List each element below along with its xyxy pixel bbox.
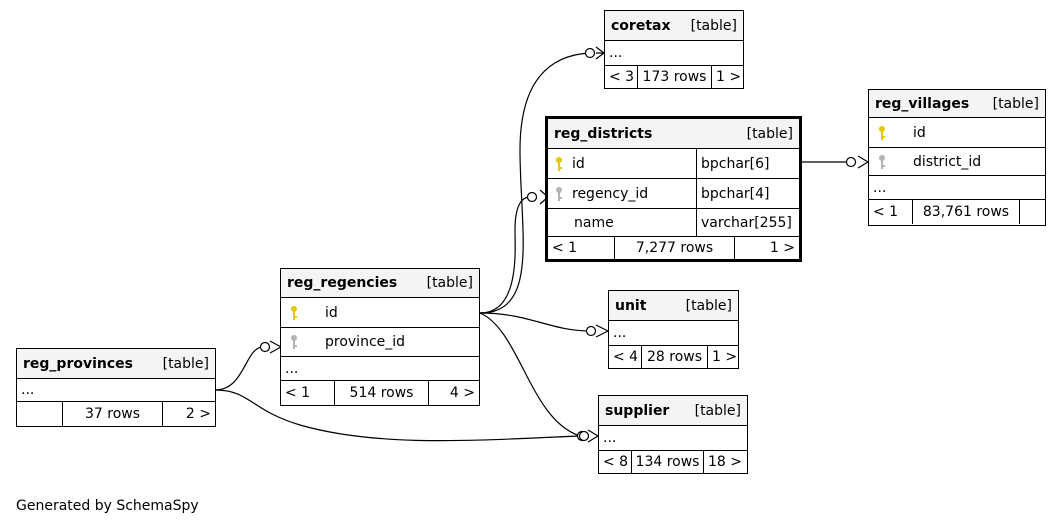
prev-link[interactable]: < 1 [548,237,615,259]
column-type: bpchar[4] [701,185,770,202]
next-link[interactable]: 4 > [449,385,475,401]
table-name: supplier [605,402,670,419]
table-reg-provinces[interactable]: reg_provinces [table] ... 37 rows 2 > [16,348,216,427]
prev-link[interactable]: < 1 [869,200,913,224]
prev-link[interactable]: < 4 [609,346,642,368]
generated-by-footer: Generated by SchemaSpy [16,498,199,514]
table-reg-regencies[interactable]: reg_regencies [table] id province_id ...… [280,268,480,406]
primary-key-icon [291,305,297,320]
columns-ellipsis: ... [285,360,299,377]
column-row: id bpchar[6] [548,149,799,179]
prev-link[interactable]: < 8 [599,451,632,473]
table-name: reg_districts [554,125,653,142]
edge-regencies-unit [479,312,591,332]
foreign-key-icon [291,335,297,349]
primary-key-icon [879,125,885,140]
table-kind: [table] [426,275,473,291]
foreign-key-icon [879,154,885,169]
table-footer: < 1 514 rows 4 > [281,381,479,405]
column-type: varchar[255] [701,214,792,231]
table-body: ... [869,176,1045,200]
table-coretax[interactable]: coretax [table] ... < 3 173 rows 1 > [604,10,744,89]
table-name: unit [615,297,647,314]
next-link[interactable]: 2 > [185,406,211,422]
column-name: province_id [325,334,406,350]
column-row: regency_id bpchar[4] [548,179,799,209]
table-body: ... [599,426,747,451]
table-footer: < 4 28 rows 1 > [609,346,738,368]
table-name: reg_villages [875,95,970,112]
table-footer: < 3 173 rows 1 > [605,66,743,88]
table-kind: [table] [694,402,741,419]
column-row: id [869,118,1045,148]
table-body: ... [281,357,479,381]
table-name: coretax [611,17,671,34]
table-header: reg_regencies [table] [281,269,479,298]
table-name: reg_regencies [287,275,398,291]
table-header: supplier [table] [599,396,747,426]
table-header: coretax [table] [605,11,743,41]
primary-key-icon [556,156,562,171]
column-name: name [574,214,614,231]
column-row: id [281,298,479,328]
row-count: 83,761 rows [913,200,1020,224]
row-count: 514 rows [335,381,429,405]
column-type: bpchar[6] [701,155,770,172]
table-supplier[interactable]: supplier [table] ... < 8 134 rows 18 > [598,395,748,474]
columns-ellipsis: ... [603,430,617,446]
edge-regencies-districts [479,196,531,314]
row-count: 28 rows [642,346,708,368]
column-name: district_id [913,153,982,170]
prev-link[interactable]: < 3 [605,66,638,88]
next-link[interactable]: 18 > [708,454,742,470]
table-footer: < 8 134 rows 18 > [599,451,747,473]
table-header: reg_districts [table] [548,119,799,149]
table-kind: [table] [690,17,737,34]
column-row: province_id [281,328,479,357]
table-kind: [table] [992,95,1039,112]
row-count: 173 rows [638,66,712,88]
next-link[interactable]: 1 > [712,349,738,365]
table-kind: [table] [162,355,209,372]
row-count: 134 rows [632,451,704,473]
next-link[interactable] [1020,200,1045,224]
edge-provinces-regencies [214,346,264,391]
table-body: ... [605,41,743,66]
row-count: 37 rows [63,402,163,426]
columns-ellipsis: ... [613,325,627,341]
edge-regencies-supplier [479,312,581,437]
table-reg-villages[interactable]: reg_villages [table] id district_id ... … [868,89,1046,226]
table-footer: < 1 83,761 rows [869,200,1045,224]
prev-link[interactable]: < 1 [281,381,335,405]
columns-ellipsis: ... [21,382,35,398]
table-header: unit [table] [609,291,738,321]
next-link[interactable]: 1 > [716,69,742,85]
column-row: name varchar[255] [548,209,799,237]
columns-ellipsis: ... [873,179,887,196]
column-row: district_id [869,148,1045,176]
column-name: id [325,304,338,321]
next-link[interactable]: 1 > [769,240,795,256]
table-name: reg_provinces [23,355,133,372]
table-footer: 37 rows 2 > [17,402,215,426]
column-name: id [913,124,926,141]
foreign-key-icon [556,186,562,201]
table-footer: < 1 7,277 rows 1 > [548,237,799,259]
columns-ellipsis: ... [609,45,623,61]
table-header: reg_provinces [table] [17,349,215,379]
table-kind: [table] [685,297,732,314]
table-kind: [table] [746,125,793,142]
table-header: reg_villages [table] [869,90,1045,118]
row-count: 7,277 rows [615,237,735,259]
table-body: ... [609,321,738,346]
table-unit[interactable]: unit [table] ... < 4 28 rows 1 > [608,290,739,369]
edge-regencies-coretax [479,52,591,314]
edge-provinces-supplier [214,389,581,442]
table-body: ... [17,379,215,402]
column-name: regency_id [572,185,649,202]
prev-link[interactable] [17,402,63,426]
column-name: id [572,155,585,172]
table-reg-districts[interactable]: reg_districts [table] id bpchar[6] regen… [545,116,802,262]
